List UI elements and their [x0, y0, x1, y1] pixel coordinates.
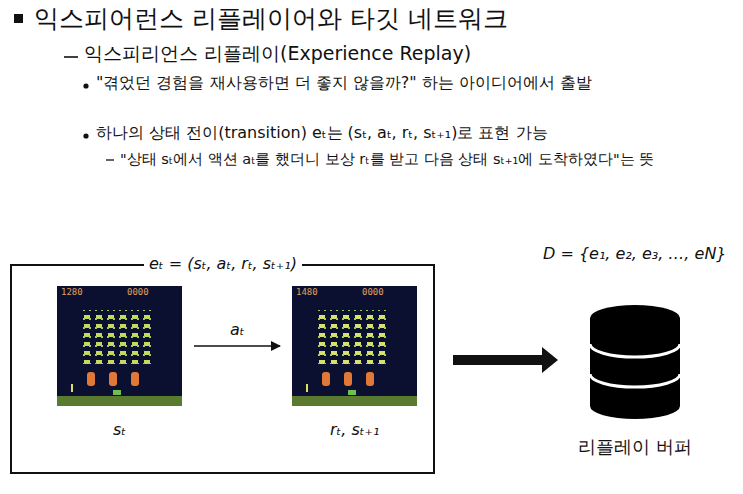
cylinder-band: [590, 374, 680, 387]
player-cannon: [348, 390, 356, 395]
sub-dash: [106, 159, 114, 160]
edge-label: aₜ: [228, 320, 247, 340]
game-state: rₜ, sₜ₊₁14800000: [292, 286, 417, 406]
bullet: [71, 384, 73, 392]
bullet-text: "상태 sₜ에서 액션 aₜ를 했더니 보상 rₜ를 받고 다음 상태 sₜ₊₁…: [120, 150, 680, 168]
alien-grid: [79, 310, 151, 364]
bullet-text: 하나의 상태 전이(transition) eₜ는 (sₜ, aₜ, rₜ, s…: [96, 123, 716, 143]
ground: [292, 396, 417, 406]
action-arrow: [194, 345, 280, 347]
bullet-text: 익스피리언스 리플레이(Experience Replay): [84, 42, 724, 66]
player-cannon: [113, 390, 121, 395]
score-text: 0000: [362, 288, 384, 297]
cylinder-top: [590, 305, 680, 331]
box-heading: eₜ = (sₜ, aₜ, rₜ, sₜ₊₁): [144, 254, 302, 274]
shield: [87, 372, 95, 386]
shield: [322, 372, 330, 386]
title-bullet: [14, 14, 23, 23]
score-text: 0000: [127, 288, 149, 297]
transition-box: eₜ = (sₜ, aₜ, rₜ, sₜ₊₁)sₜ12800000rₜ, sₜ₊…: [10, 264, 435, 474]
bullet-dot: [83, 83, 88, 88]
state-caption: rₜ, sₜ₊₁: [330, 420, 379, 440]
page-title: 익스피어런스 리플레이어와 타깃 네트워크: [34, 3, 508, 34]
state-caption: sₜ: [113, 420, 126, 440]
screen-bg: [292, 286, 417, 406]
game-screenshot: [292, 286, 417, 406]
ground: [57, 396, 182, 406]
bullet-text: "겪었던 경험을 재사용하면 더 좋지 않을까?" 하는 아이디어에서 출발: [96, 73, 696, 93]
game-state: sₜ12800000: [57, 286, 182, 406]
buffer-set: D = {e₁, e₂, e₃, …, eN}: [543, 244, 727, 264]
sub-dash: [64, 56, 78, 58]
score-text: 1480: [296, 288, 318, 297]
score-text: 1280: [61, 288, 83, 297]
buffer-name: 리플레이 버퍼: [578, 436, 692, 459]
bullet: [306, 384, 308, 392]
flow-arrow: [453, 347, 558, 373]
game-screenshot: [57, 286, 182, 406]
shield: [131, 372, 139, 386]
cylinder-band: [590, 344, 680, 357]
screen-bg: [57, 286, 182, 406]
shield: [344, 372, 352, 386]
replay-buffer: D = {e₁, e₂, e₃, …, eN} 리플레이 버퍼: [530, 240, 740, 470]
bullet-dot: [83, 133, 88, 138]
shield: [109, 372, 117, 386]
shield: [366, 372, 374, 386]
alien-grid: [314, 310, 386, 364]
cylinder-body: [590, 318, 680, 419]
database-cylinder: [585, 302, 685, 422]
